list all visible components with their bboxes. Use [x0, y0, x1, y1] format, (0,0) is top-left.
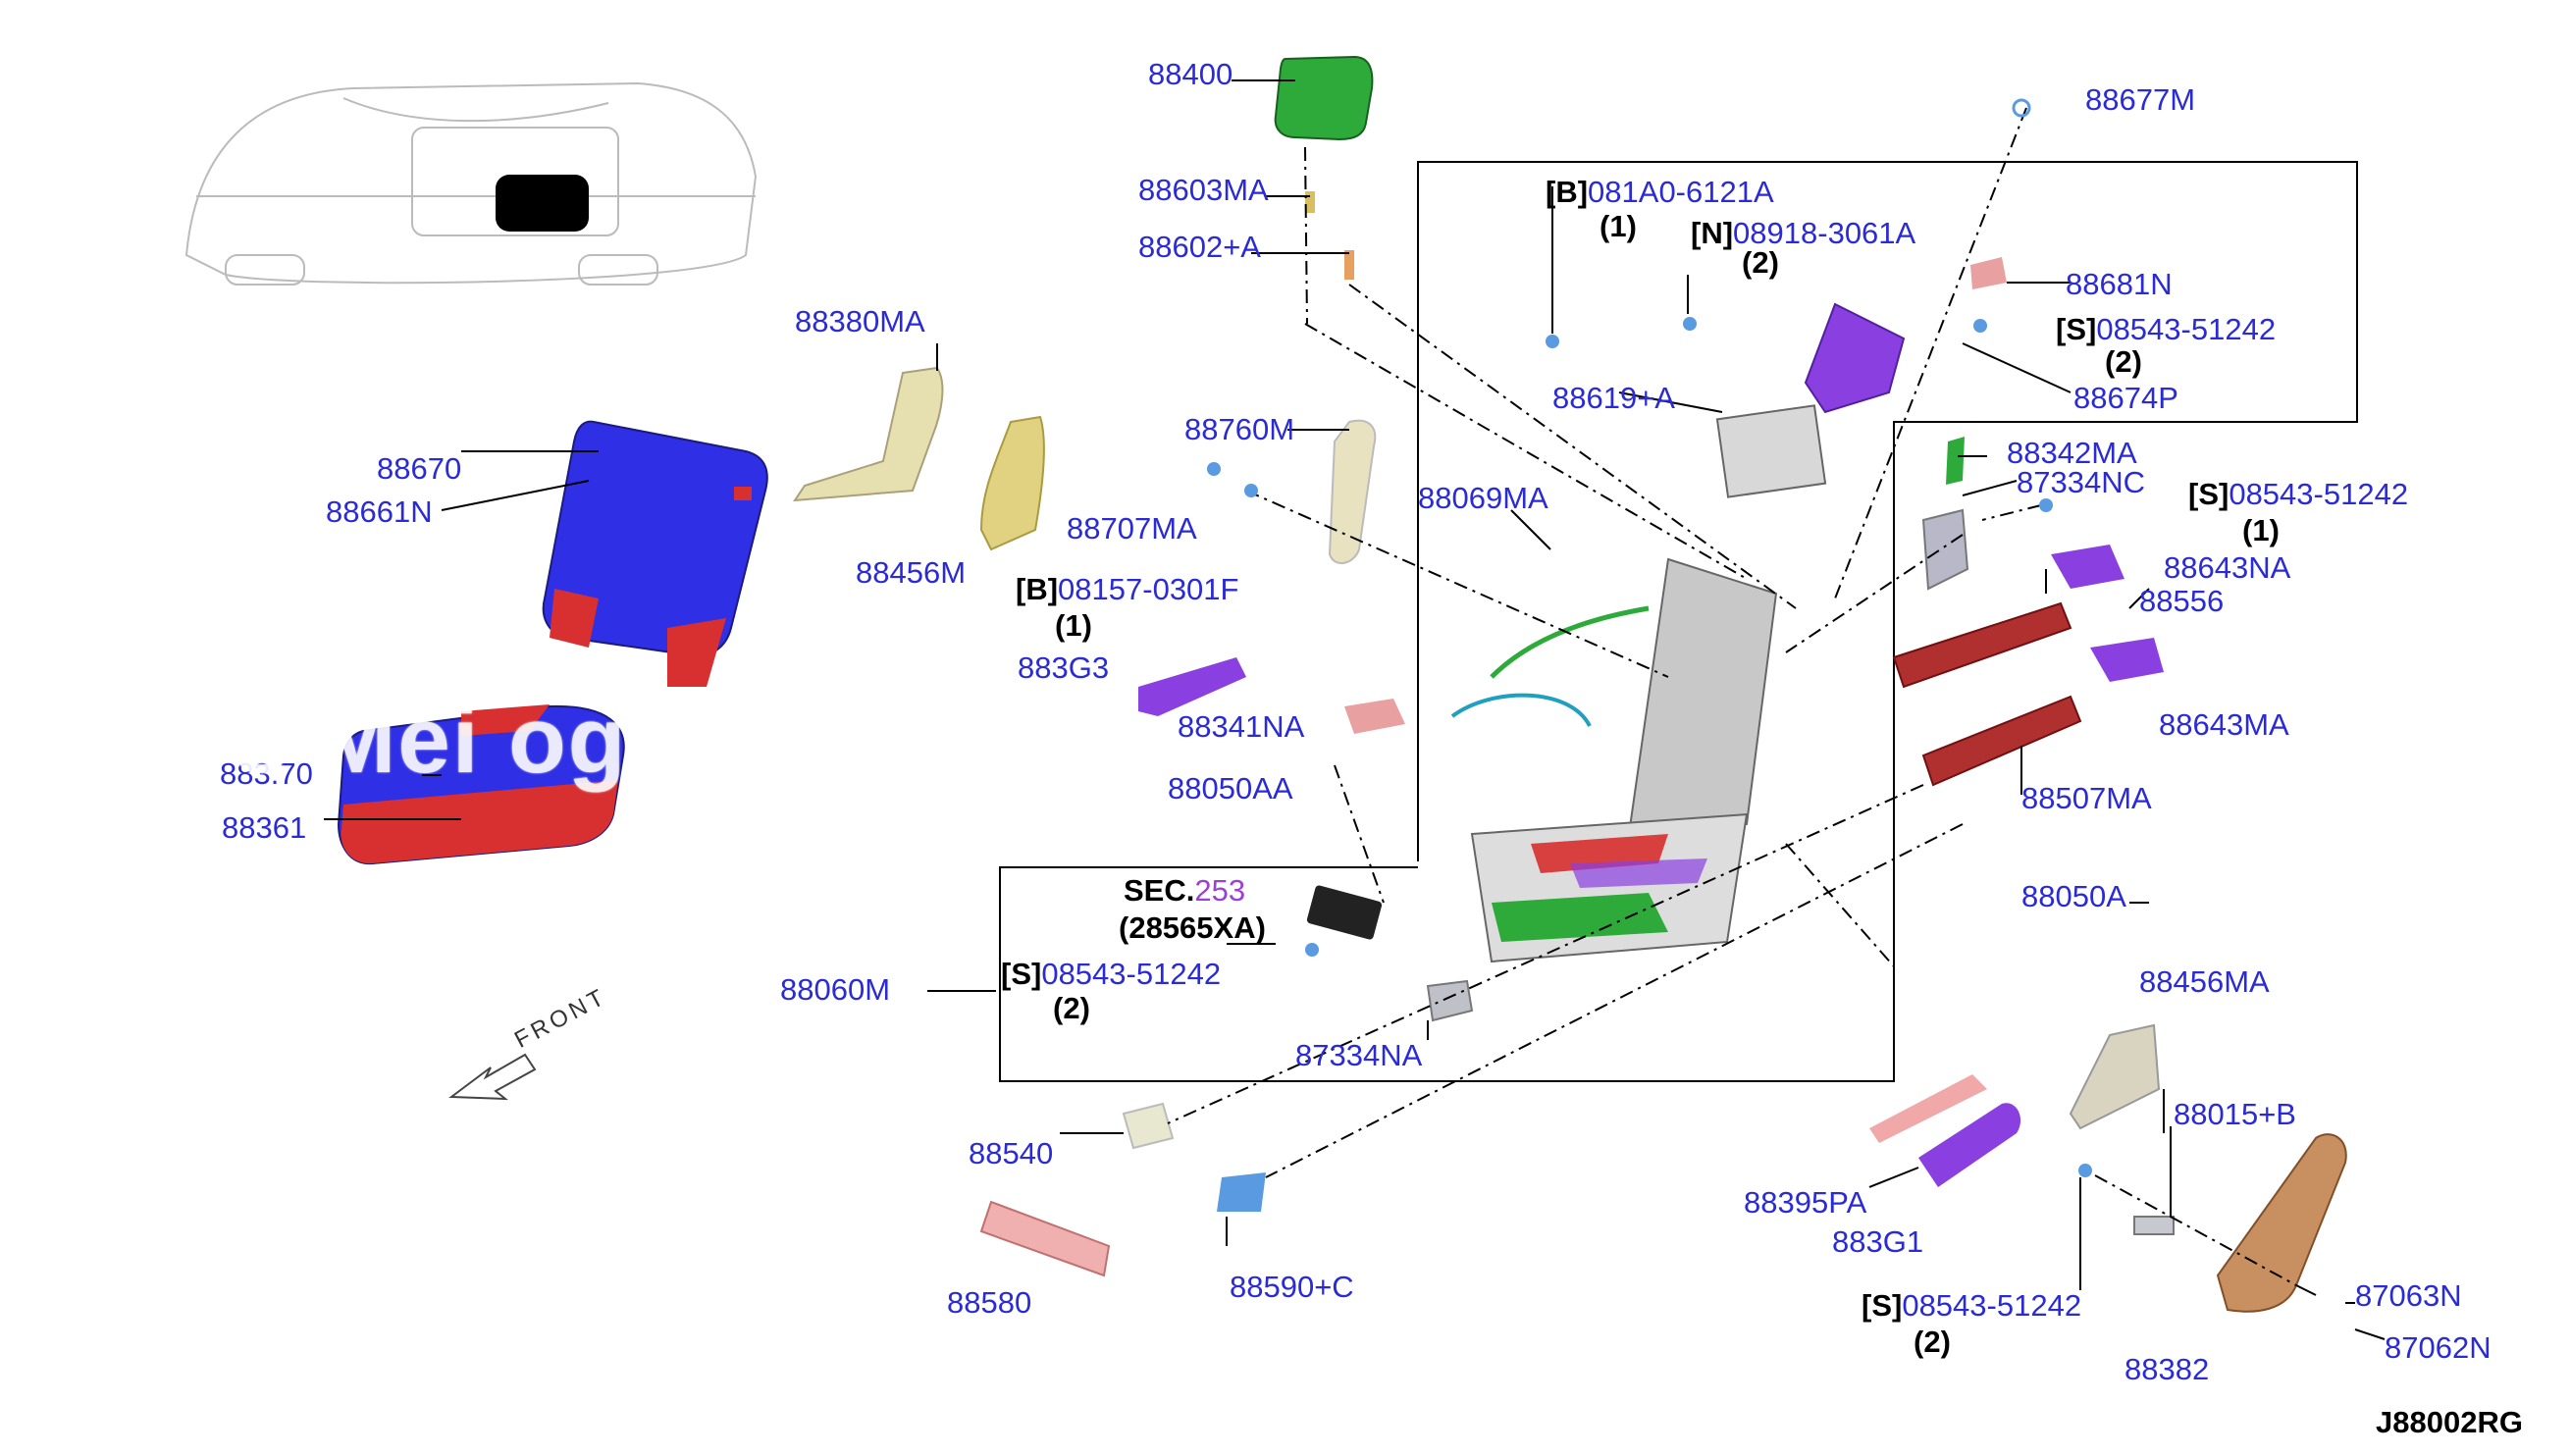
label-88361[interactable]: 88361 [222, 810, 307, 845]
label-88602a[interactable]: 88602+A [1138, 230, 1261, 264]
label-88540[interactable]: 88540 [969, 1136, 1054, 1170]
trim-883g3 [1138, 657, 1246, 716]
headrest-guide-b [1344, 250, 1354, 280]
label-88050a[interactable]: 88050A [2021, 879, 2126, 913]
bracket-87334nc [1921, 508, 1969, 591]
label-88050aa[interactable]: 88050AA [1168, 771, 1293, 806]
label-88060m[interactable]: 88060M [780, 972, 891, 1007]
label-88341na[interactable]: 88341NA [1178, 709, 1305, 744]
clip-88342ma [1946, 437, 1965, 485]
label-88395pa[interactable]: 88395PA [1744, 1185, 1867, 1220]
qty-08543-d: (2) [1914, 1325, 1951, 1359]
rail-88556 [1892, 601, 2072, 689]
label-88342ma[interactable]: 88342MA [2007, 436, 2137, 470]
label-08543-51242-a[interactable]: [S]08543-51242 [2056, 312, 2277, 346]
label-88456ma[interactable]: 88456MA [2139, 964, 2270, 999]
watermark: rs Mei og Ri [196, 688, 755, 793]
label-88382[interactable]: 88382 [2124, 1352, 2210, 1386]
leader-lines [324, 79, 2386, 1340]
label-88661n[interactable]: 88661N [326, 494, 433, 529]
label-88643ma[interactable]: 88643MA [2159, 707, 2289, 742]
trim-883g1 [1918, 1103, 2021, 1187]
highlight-seat-marker [496, 175, 589, 232]
part-88540 [1122, 1102, 1175, 1150]
label-88456m[interactable]: 88456M [856, 555, 967, 590]
qty-08543-b: (1) [2242, 513, 2280, 547]
label-88556[interactable]: 88556 [2139, 584, 2225, 618]
frame-upper [999, 161, 2358, 1082]
label-08543-51242-d[interactable]: [S]08543-51242 [1862, 1288, 2082, 1323]
rail-88507ma [1921, 695, 2082, 787]
seat-cushion-assembly [337, 704, 625, 865]
label-88760m[interactable]: 88760M [1184, 412, 1295, 446]
label-88670[interactable]: 88670 [377, 451, 462, 486]
label-88677m[interactable]: 88677M [2085, 82, 2196, 117]
switch-88015b [2133, 1216, 2175, 1235]
label-87334nc[interactable]: 87334NC [2017, 465, 2145, 499]
headrest-part [1274, 55, 1374, 141]
seat-back-assembly [542, 420, 768, 687]
trim-88643na [2051, 545, 2124, 589]
label-883g3[interactable]: 883G3 [1018, 650, 1110, 685]
qty-08918: (2) [1742, 245, 1779, 280]
label-88580[interactable]: 88580 [947, 1285, 1032, 1320]
bracket-purple [1804, 302, 1906, 414]
label-081a0-6121a[interactable]: [B]081A0-6121A [1546, 175, 1774, 209]
car-overview-icon [184, 81, 758, 286]
trim-88395pa [1869, 1074, 1987, 1143]
label-88380ma[interactable]: 88380MA [795, 304, 925, 338]
label-88015b[interactable]: 88015+B [2174, 1097, 2296, 1131]
trim-88341na [1344, 699, 1405, 734]
module-88619a [1715, 404, 1827, 498]
trim-88380ma [793, 366, 944, 502]
label-08918-3061a[interactable]: [N]08918-3061A [1691, 216, 1916, 250]
label-88400[interactable]: 88400 [1148, 57, 1233, 91]
part-87334na [1426, 979, 1474, 1022]
fastener-dots [1207, 98, 2092, 1177]
label-88603ma[interactable]: 88603MA [1138, 173, 1269, 207]
trim-88760m [1328, 419, 1377, 564]
label-87334na[interactable]: 87334NA [1295, 1038, 1423, 1072]
label-88681n[interactable]: 88681N [2066, 267, 2173, 301]
label-88643na[interactable]: 88643NA [2164, 550, 2291, 585]
label-88590c[interactable]: 88590+C [1230, 1270, 1354, 1304]
label-88707ma[interactable]: 88707MA [1067, 511, 1197, 546]
label-08543-51242-c[interactable]: [S]08543-51242 [1001, 957, 1222, 991]
section-ref[interactable]: SEC.253 [1124, 873, 1246, 908]
qty-081a0: (1) [1600, 209, 1637, 243]
label-88069ma[interactable]: 88069MA [1418, 481, 1548, 515]
module-28565xa [1306, 885, 1383, 940]
trim-88643ma [2090, 638, 2164, 682]
label-87062n[interactable]: 87062N [2385, 1330, 2491, 1365]
part-88590c [1217, 1172, 1266, 1212]
seat-frame-main [1450, 557, 1778, 963]
label-08157-0301f[interactable]: [B]08157-0301F [1016, 572, 1239, 606]
cover-88382 [2216, 1133, 2347, 1313]
label-88370[interactable]: 883.70 [220, 756, 313, 791]
dash-lines [1167, 107, 2297, 1286]
clip-88681n [1970, 257, 2007, 289]
trim-88456ma [2069, 1023, 2161, 1130]
headrest-guide-a [1305, 191, 1315, 213]
label-883g1[interactable]: 883G1 [1832, 1224, 1924, 1259]
label-88619a[interactable]: 88619+A [1552, 381, 1675, 415]
part-88580 [979, 1200, 1111, 1277]
diagram-code: J88002RG [2376, 1405, 2523, 1439]
qty-08157: (1) [1055, 608, 1092, 643]
label-87063n[interactable]: 87063N [2355, 1278, 2462, 1313]
qty-08543-a: (2) [2105, 344, 2142, 379]
label-88507ma[interactable]: 88507MA [2021, 781, 2152, 815]
group-frames [999, 161, 2358, 1082]
section-ref-sub: (28565XA) [1119, 910, 1266, 945]
trim-88456m [979, 415, 1045, 551]
front-arrow-icon [448, 1053, 537, 1101]
label-88674p[interactable]: 88674P [2073, 381, 2178, 415]
label-08543-51242-b[interactable]: [S]08543-51242 [2188, 477, 2409, 511]
qty-08543-c: (2) [1053, 991, 1090, 1025]
